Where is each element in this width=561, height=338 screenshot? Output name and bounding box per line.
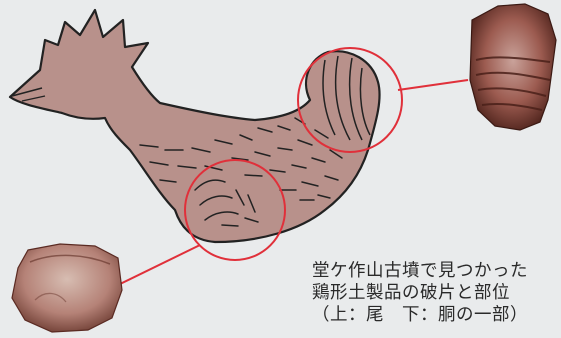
figure-caption: 堂ケ作山古墳で見つかった 鶏形土製品の破片と部位 （上：尾 下：胴の一部） <box>312 260 557 326</box>
tail-shard-photo <box>470 4 556 130</box>
body-shard-photo <box>12 244 122 332</box>
caption-line-3: （上：尾 下：胴の一部） <box>312 304 557 326</box>
rooster-figure <box>10 10 380 242</box>
rooster-body <box>10 10 380 242</box>
caption-line-1: 堂ケ作山古墳で見つかった <box>312 260 557 282</box>
body-connector-line <box>118 245 200 285</box>
tail-connector-line <box>398 80 468 90</box>
caption-line-2: 鶏形土製品の破片と部位 <box>312 282 557 304</box>
